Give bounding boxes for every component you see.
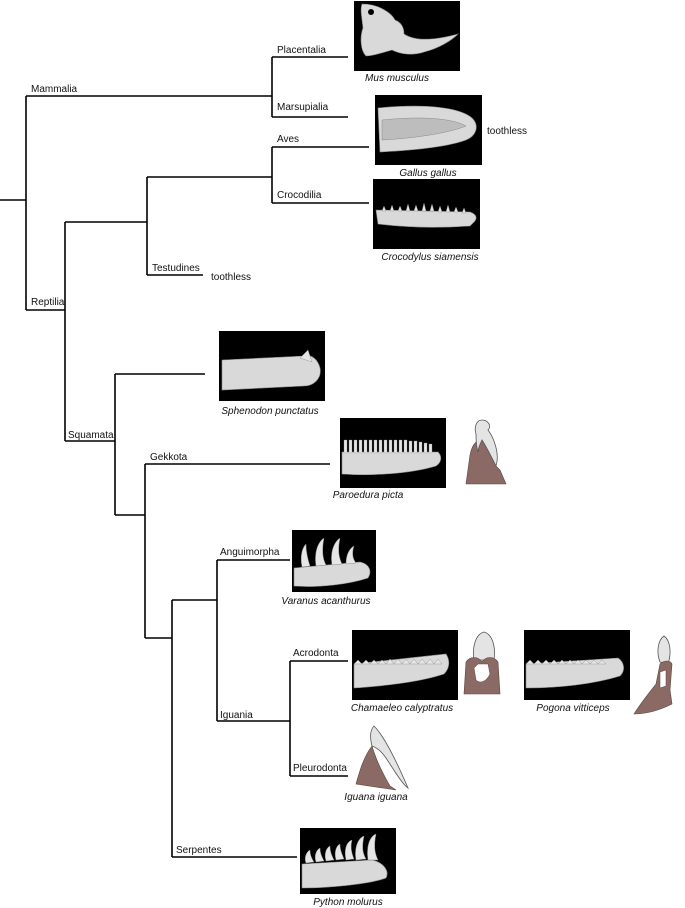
species-label-chamaeleo-calyptratus: Chamaeleo calyptratus — [351, 703, 453, 714]
clade-label-crocodilia: Crocodilia — [277, 190, 322, 201]
clade-label-mammalia: Mammalia — [31, 84, 78, 95]
species-label-sphenodon-punctatus: Sphenodon punctatus — [221, 406, 318, 417]
specimen-image-mus-musculus — [354, 1, 460, 71]
clade-label-serpentes: Serpentes — [176, 845, 222, 856]
clade-labels: Mammalia Placentalia Marsupialia Aves Cr… — [31, 45, 347, 856]
tree-branches — [0, 56, 369, 858]
clade-label-iguania: Iguania — [220, 710, 253, 721]
tooth-section-iguana-iguana — [355, 725, 409, 791]
specimen-image-chamaeleo-calyptratus — [352, 630, 458, 700]
species-label-python-molurus: Python molurus — [313, 897, 382, 908]
clade-label-aves: Aves — [277, 134, 299, 145]
specimen-image-pogona-vitticeps — [524, 630, 630, 700]
tooth-section-chamaeleo-calyptratus — [463, 631, 501, 695]
species-label-varanus-acanthurus: Varanus acanthurus — [281, 596, 370, 607]
tooth-section-paroedura-picta — [465, 419, 507, 485]
clade-label-placentalia: Placentalia — [277, 45, 326, 56]
clade-label-testudines: Testudines — [152, 263, 200, 274]
species-label-pogona-vitticeps: Pogona vitticeps — [536, 703, 609, 714]
species-label-iguana-iguana: Iguana iguana — [344, 792, 408, 803]
specimen-image-paroedura-picta — [340, 418, 446, 488]
tooth-section-pogona-vitticeps — [633, 635, 673, 715]
species-label-gallus-gallus: Gallus gallus — [399, 168, 456, 179]
clade-label-acrodonta: Acrodonta — [293, 648, 339, 659]
specimen-image-gallus-gallus — [375, 95, 482, 165]
clade-label-squamata: Squamata — [68, 430, 114, 441]
clade-label-gekkota: Gekkota — [150, 452, 188, 463]
clade-label-reptilia: Reptilia — [31, 297, 65, 308]
clade-label-anguimorpha: Anguimorpha — [220, 547, 280, 558]
toothless-note-testudines: toothless — [211, 272, 251, 283]
specimen-image-sphenodon-punctatus — [219, 331, 325, 401]
toothless-note-gallus: toothless — [487, 126, 527, 137]
specimen-image-varanus-acanthurus — [292, 530, 376, 592]
specimen-image-python-molurus — [300, 828, 396, 894]
species-label-crocodylus-siamensis: Crocodylus siamensis — [381, 252, 478, 263]
clade-label-marsupialia: Marsupialia — [277, 102, 329, 113]
species-label-paroedura-picta: Paroedura picta — [333, 490, 404, 501]
specimen-image-crocodylus-siamensis — [373, 179, 480, 249]
clade-label-pleurodonta: Pleurodonta — [293, 763, 347, 774]
species-label-mus-musculus: Mus musculus — [365, 73, 429, 84]
